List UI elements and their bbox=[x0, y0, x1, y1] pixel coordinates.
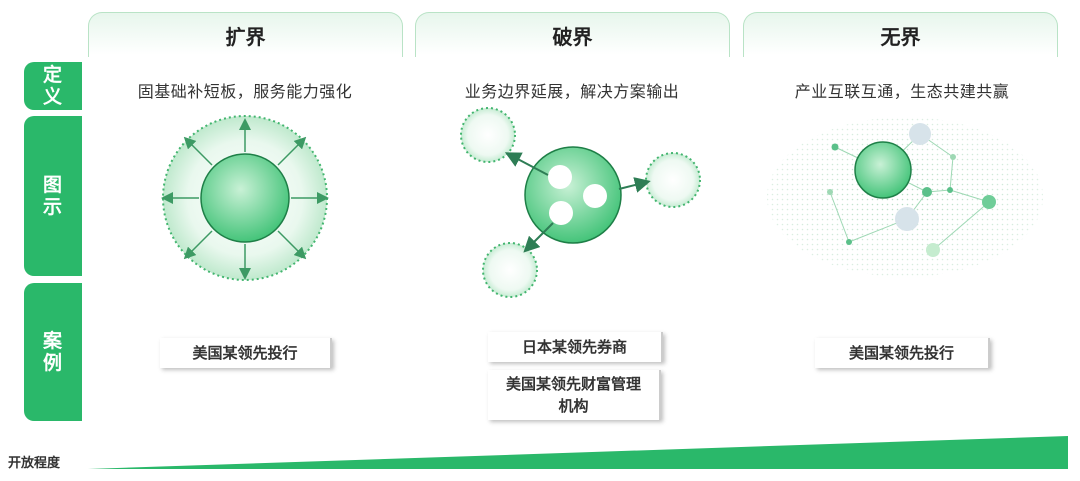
column-title: 扩界 bbox=[225, 24, 266, 49]
definition-boundless: 产业互联互通，生态共建共赢 bbox=[794, 82, 1010, 101]
openness-label: 开放程度 bbox=[8, 456, 61, 471]
row-label-text: 案例 bbox=[43, 330, 63, 374]
diagram-boundless bbox=[765, 115, 1045, 279]
column-header-break: 破界 bbox=[415, 12, 730, 57]
definition-break: 业务边界延展，解决方案输出 bbox=[464, 82, 680, 101]
case-break-1: 日本某领先券商 bbox=[488, 332, 663, 362]
definition-expand: 固基础补短板，服务能力强化 bbox=[137, 82, 353, 101]
openness-wedge bbox=[88, 436, 1068, 469]
row-label-diagram: 图示 bbox=[24, 116, 82, 276]
case-expand: 美国某领先投行 bbox=[160, 338, 332, 368]
column-title: 破界 bbox=[552, 24, 593, 49]
row-label-case: 案例 bbox=[24, 283, 82, 421]
inner-dot bbox=[548, 165, 572, 189]
expand-arrows bbox=[161, 118, 329, 280]
core-circle bbox=[854, 141, 912, 199]
row-label-text: 定义 bbox=[43, 64, 63, 108]
network-node bbox=[922, 187, 932, 197]
core-circle bbox=[200, 153, 290, 243]
case-break-2: 美国某领先财富管理机构 bbox=[488, 370, 661, 420]
network-node bbox=[909, 123, 931, 145]
network-node bbox=[926, 243, 940, 257]
network-node bbox=[846, 239, 852, 245]
satellite-circle bbox=[460, 107, 516, 163]
network-node bbox=[895, 207, 919, 231]
diagram-break bbox=[460, 107, 701, 298]
network-node bbox=[831, 143, 839, 151]
inner-dot bbox=[549, 201, 573, 225]
break-arrows bbox=[504, 152, 651, 253]
core-circle bbox=[524, 146, 622, 244]
network-node bbox=[982, 195, 996, 209]
column-header-expand: 扩界 bbox=[88, 12, 403, 57]
network-node bbox=[950, 154, 956, 160]
globe-fade bbox=[765, 115, 1045, 279]
column-header-boundless: 无界 bbox=[743, 12, 1058, 57]
satellite-circle bbox=[645, 152, 701, 208]
diagram-expand bbox=[161, 115, 329, 281]
row-label-text: 图示 bbox=[43, 174, 63, 218]
row-label-definition: 定义 bbox=[24, 62, 82, 110]
network-node bbox=[947, 187, 953, 193]
case-boundless: 美国某领先投行 bbox=[815, 338, 990, 368]
satellite-circle bbox=[482, 242, 538, 298]
inner-dot bbox=[583, 184, 607, 208]
column-title: 无界 bbox=[880, 24, 921, 49]
network-node bbox=[827, 189, 833, 195]
